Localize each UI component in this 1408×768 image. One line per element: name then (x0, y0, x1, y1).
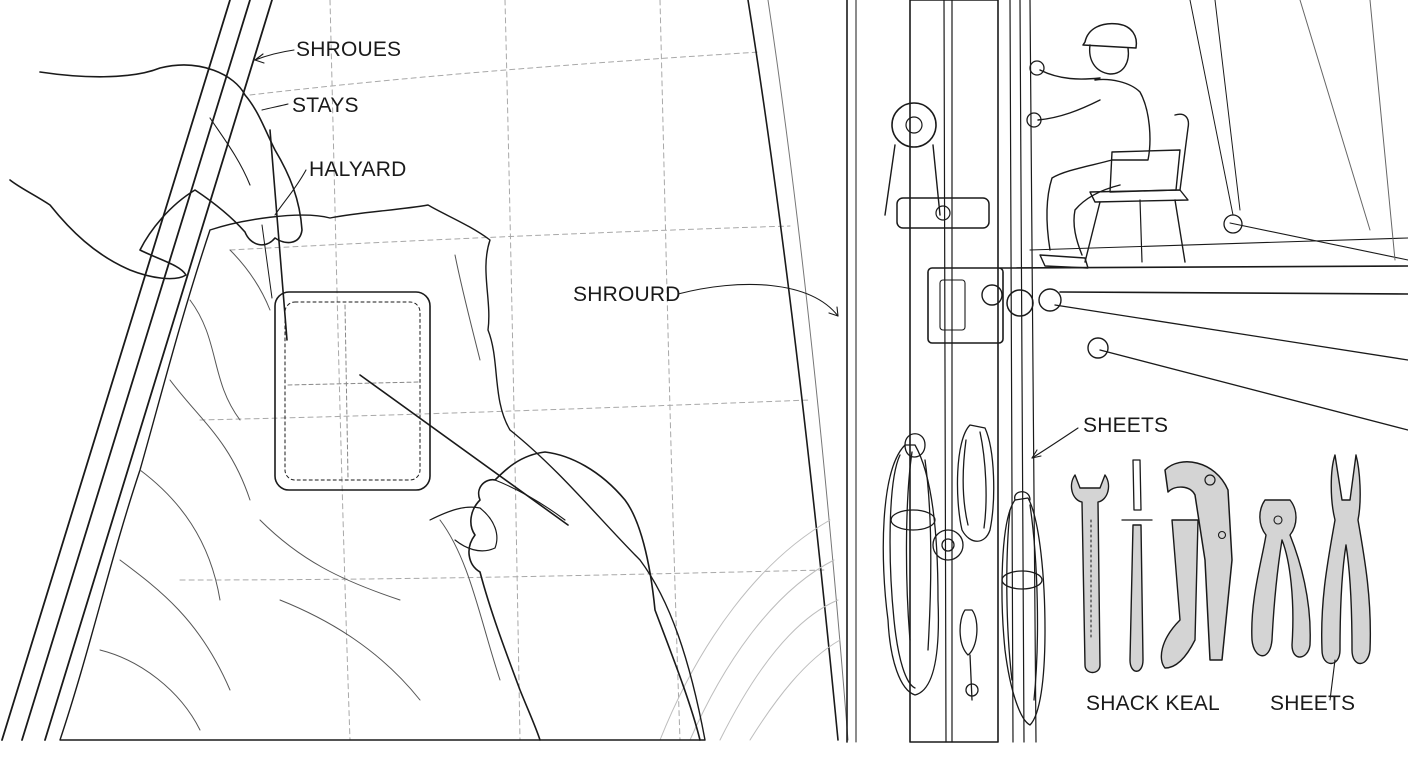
halyard-line (943, 0, 947, 743)
leader-shroues (254, 49, 295, 61)
arrow-sheets-icon (1031, 449, 1042, 459)
needle-right-icon (359, 374, 569, 526)
cloth-wrinkles (99, 249, 501, 731)
coiled-rope-right-icon (1001, 491, 1046, 726)
sail-edge-top (1299, 0, 1371, 231)
top-block-icon (891, 102, 937, 148)
climber-figure-icon (1026, 22, 1151, 269)
control-line-3 (1029, 0, 1037, 743)
sail-leech (747, 0, 839, 741)
pipe-wrench-icon (1164, 461, 1233, 661)
marlinspike-icon (1132, 459, 1142, 511)
label-stays: STAYS (292, 94, 359, 117)
thread-line (261, 224, 273, 299)
torn-cloth (59, 204, 706, 741)
control-line-2 (1019, 0, 1025, 743)
cleat-icon (896, 197, 990, 229)
cutters-icon (1321, 454, 1372, 665)
control-line (1009, 0, 1014, 743)
lower-hand-fingertips (429, 506, 498, 552)
coiled-rope-middle-icon (932, 424, 995, 701)
bosun-chair-icon (1109, 149, 1181, 193)
needle-left-icon (269, 129, 288, 341)
boom-block-icon (1006, 289, 1034, 317)
label-shroues: SHROUES (296, 38, 402, 61)
leader-shrourd (677, 283, 839, 317)
leader-halyard (274, 169, 307, 216)
label-shack-keal: SHACK KEAL (1086, 692, 1220, 715)
outhaul-line (1029, 237, 1408, 251)
topping-lift (1189, 0, 1234, 216)
arrow-shrourd-icon (828, 306, 839, 317)
label-shrourd: SHROURD (573, 283, 681, 306)
sail-arcs (659, 519, 841, 741)
upper-hand-crease (209, 117, 251, 186)
crimp-pliers-icon (1251, 499, 1311, 658)
gooseneck-plate-icon (927, 267, 1004, 344)
leader-sheets-upper (1031, 427, 1079, 459)
shroud-lines (1, 0, 273, 741)
rigging-panel (846, 0, 1408, 743)
leader-sheets-lower (1329, 659, 1336, 701)
tools-group (1070, 454, 1372, 701)
label-sheets-lower: SHEETS (1270, 692, 1356, 715)
wrench-icon (1070, 474, 1110, 674)
leader-stays (261, 103, 289, 111)
label-sheets-upper: SHEETS (1083, 414, 1169, 437)
sail-seam-grid (179, 0, 826, 741)
mast (909, 0, 999, 743)
label-halyard: HALYARD (309, 158, 407, 181)
mainsheet (1099, 349, 1408, 431)
lower-hand-finger (494, 479, 566, 521)
upper-hand-icon (9, 64, 303, 280)
topping-lift-2 (1214, 0, 1241, 211)
sail-panel (1, 0, 849, 741)
lower-hand-icon (468, 451, 701, 741)
boom-vang (1054, 304, 1408, 361)
boom-underside (1059, 291, 1408, 295)
sail-leech-inner (767, 0, 849, 741)
coiled-rope-left-icon (882, 433, 940, 696)
sail-patch (274, 291, 431, 491)
arrow-shroues-icon (254, 53, 265, 64)
